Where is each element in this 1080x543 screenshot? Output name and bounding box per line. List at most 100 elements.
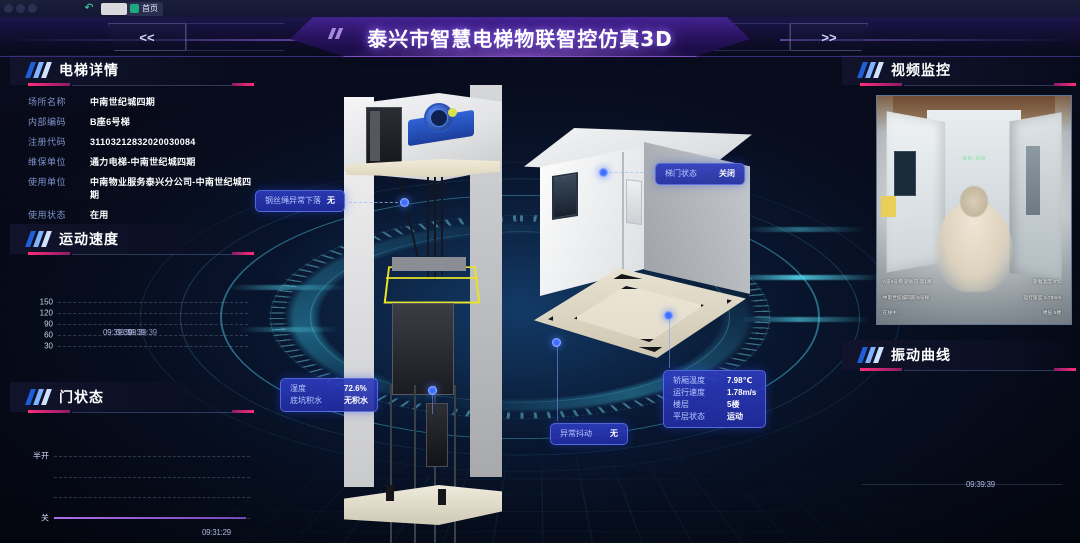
detail-value: 中南物业服务泰兴分公司-中南世纪城四期 [90, 177, 252, 200]
guide-rail-mid-1 [414, 385, 416, 543]
panel-motion-speed-header: 运动速度 [10, 224, 258, 255]
tooltip-pit[interactable]: 湿度 72.6% 底坑积水 无积水 [280, 378, 378, 412]
video-passenger [935, 186, 1013, 293]
detail-label: 使用状态 [28, 210, 67, 220]
lead-door-state [604, 172, 654, 173]
hotspot-rope-fall[interactable] [400, 198, 409, 207]
panel-video-monitor: 视频监控 ○○ ○○ A座6号梯 轿厢内 第1路 中南世纪城四期 6号梯 在线中… [842, 55, 1080, 335]
panel-vibration-curve: 振动曲线 09:39:39 [842, 340, 1080, 530]
chart-motion-speed[interactable]: 150 120 90 60 30 09:39:39 09:39:39 09:39… [10, 254, 258, 358]
gridline [58, 346, 248, 347]
safety-railing-mid [385, 277, 479, 279]
tooltip-cabin-row-0: 轿厢温度 7.98℃ [673, 375, 756, 387]
panel-underline-left [860, 83, 902, 86]
hotspot-shake[interactable] [552, 338, 561, 347]
detail-row: 注册代码 31103212832020030084 [28, 135, 258, 148]
panel-underline-mid [72, 85, 232, 86]
machine-room-floor [346, 159, 500, 177]
video-button-panel [1026, 146, 1040, 215]
panel-underline-right [1054, 83, 1076, 86]
tooltip-shake[interactable]: 异常抖动 无 [550, 423, 628, 445]
detail-row: 使用状态 在用 [28, 208, 258, 221]
vibration-plot: 09:39:39 [862, 422, 1062, 489]
x-tick: 09:39:39 [128, 328, 157, 337]
window-dot-1 [4, 4, 13, 13]
guide-rail-right [454, 385, 456, 543]
browser-tab-home[interactable]: 首页 [127, 1, 163, 16]
panel-underline-left [860, 368, 902, 371]
back-arrow-icon[interactable]: ↶ [84, 2, 94, 14]
tooltip-door-state[interactable]: 梯门状态 关闭 [655, 163, 745, 185]
browser-blank-tab[interactable] [101, 2, 127, 15]
tooltip-cabin-metrics[interactable]: 轿厢温度 7.98℃ 运行速度 1.78m/s 楼层 5楼 平层状态 运动 [663, 370, 767, 428]
tooltip-cabin-label-2: 楼层 [673, 400, 689, 409]
tooltip-shake-label: 异常抖动 [560, 429, 592, 438]
video-osd-left-0: A座6号梯 轿厢内 第1路 [882, 279, 932, 285]
y-tick: 60 [44, 330, 53, 340]
hoist-rope-diagonal [398, 179, 444, 259]
nav-next-button[interactable]: >> [790, 23, 868, 51]
gridline [58, 313, 248, 314]
panel-underline-right [232, 410, 254, 413]
video-osd-right-1: 运行速度 1.78m/s [1023, 295, 1062, 301]
panel-elevator-detail-header: 电梯详情 [10, 55, 258, 86]
tooltip-cabin-value-3: 运动 [727, 412, 743, 421]
video-yellow-object [880, 196, 897, 217]
panel-underline-mid [72, 254, 232, 255]
detail-value: 通力电梯-中南世纪城四期 [90, 157, 196, 167]
lead-shake [557, 345, 558, 421]
header-rail-left [186, 23, 284, 51]
tooltip-cabin-value-2: 5楼 [727, 400, 740, 409]
window-dot-3 [28, 4, 37, 13]
header-line-left [0, 39, 300, 41]
hotspot-cabin[interactable] [664, 311, 673, 320]
tooltip-pit-value-1: 无积水 [344, 396, 368, 405]
tooltip-cabin-label-1: 运行速度 [673, 388, 705, 397]
chart-door-status[interactable]: 半开 关 09:31:29 [10, 412, 258, 537]
panel-slash-icon [25, 231, 52, 247]
tooltip-cabin-row-2: 楼层 5楼 [673, 399, 756, 411]
nav-prev-button[interactable]: << [108, 23, 186, 51]
y-tick: 30 [44, 341, 53, 351]
traction-marker [448, 108, 457, 117]
title-plate [290, 17, 750, 57]
hotspot-pit[interactable] [428, 386, 437, 395]
motion-speed-plot: 150 120 90 60 30 09:39:39 09:39:39 09:39… [40, 298, 248, 351]
guide-rail-left [390, 385, 392, 543]
tooltip-cabin-value-0: 7.98℃ [727, 376, 753, 385]
hoist-rope-3 [441, 177, 443, 275]
detail-label: 场所名称 [28, 97, 67, 107]
cabinet-vent [370, 111, 380, 161]
tooltip-pit-row-1: 底坑积水 无积水 [290, 395, 368, 407]
app-header: << >> 泰兴市智慧电梯物联智控仿真3D [0, 17, 1080, 63]
gridline [862, 484, 1062, 485]
tooltip-rope-fall-label: 钢丝绳异常下落 [265, 196, 321, 205]
x-tick: 09:39:39 [116, 328, 145, 337]
hoist-rope-1 [427, 177, 429, 277]
panel-video-monitor-header: 视频监控 [842, 55, 1080, 86]
gridline [58, 324, 248, 325]
tooltip-door-state-label: 梯门状态 [665, 169, 697, 178]
elevator-car-body [392, 303, 454, 395]
light-beam-left-2 [240, 327, 340, 332]
y-tick: 90 [44, 319, 53, 329]
detail-value: 中南世纪城四期 [90, 97, 156, 107]
hoist-rope-2 [434, 177, 436, 281]
video-feed[interactable]: ○○ ○○ A座6号梯 轿厢内 第1路 中南世纪城四期 6号梯 在线中 轿厢温度… [876, 95, 1072, 325]
detail-label: 内部编码 [28, 117, 67, 127]
cabin-button-panel [626, 179, 642, 225]
detail-row: 使用单位 中南物业服务泰兴分公司-中南世纪城四期 [28, 175, 258, 201]
panel-slash-icon [857, 347, 884, 363]
hotspot-door-state[interactable] [599, 168, 608, 177]
panel-underline-right [232, 83, 254, 86]
tooltip-rope-fall[interactable]: 钢丝绳异常下落 无 [255, 190, 345, 212]
tooltip-cabin-row-1: 运行速度 1.78m/s [673, 387, 756, 399]
panel-underline-left [28, 252, 70, 255]
gridline [58, 302, 248, 303]
panel-underline-left [28, 410, 70, 413]
chart-vibration-curve[interactable]: 09:39:39 [842, 370, 1080, 520]
detail-label: 维保单位 [28, 157, 67, 167]
header-rail-right [700, 23, 790, 51]
panel-motion-speed-title: 运动速度 [59, 232, 119, 248]
video-floor-indicator: ○○ ○○ [962, 155, 987, 163]
